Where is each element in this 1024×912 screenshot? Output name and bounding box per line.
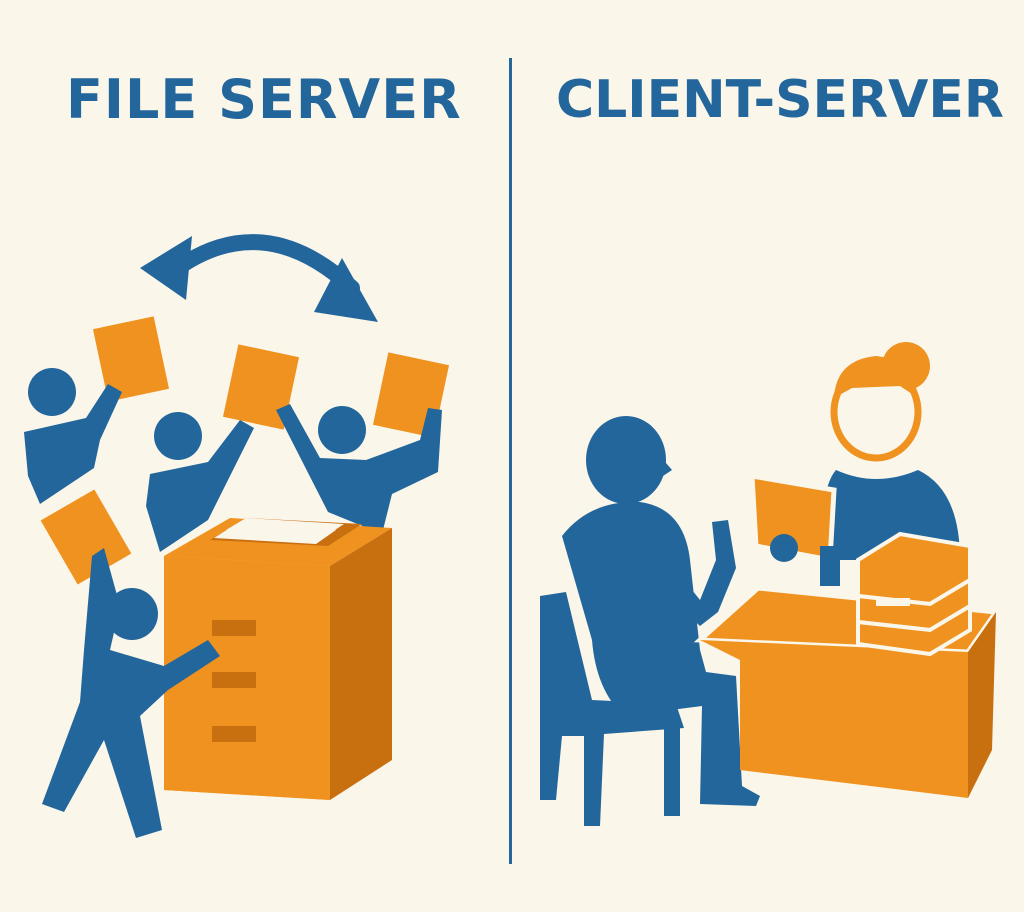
- receptionist-icon: [820, 342, 960, 560]
- person-icon: [24, 368, 122, 504]
- double-arrow-icon: [140, 234, 378, 322]
- monitor-icon: [749, 473, 840, 586]
- client-server-title: CLIENT-SERVER: [556, 70, 1004, 130]
- person-icon: [276, 404, 442, 534]
- person-icon: [146, 412, 254, 552]
- panel-divider: [509, 58, 512, 864]
- seated-person-icon: [562, 416, 760, 806]
- desk-icon: [693, 585, 1001, 798]
- chair-icon: [540, 592, 684, 826]
- file-server-title: FILE SERVER: [66, 68, 462, 131]
- document-icon: [40, 489, 132, 585]
- person-icon: [42, 548, 220, 838]
- document-stack-icon: [856, 531, 972, 657]
- filing-cabinet-icon: [164, 518, 392, 800]
- document-icon: [92, 316, 170, 402]
